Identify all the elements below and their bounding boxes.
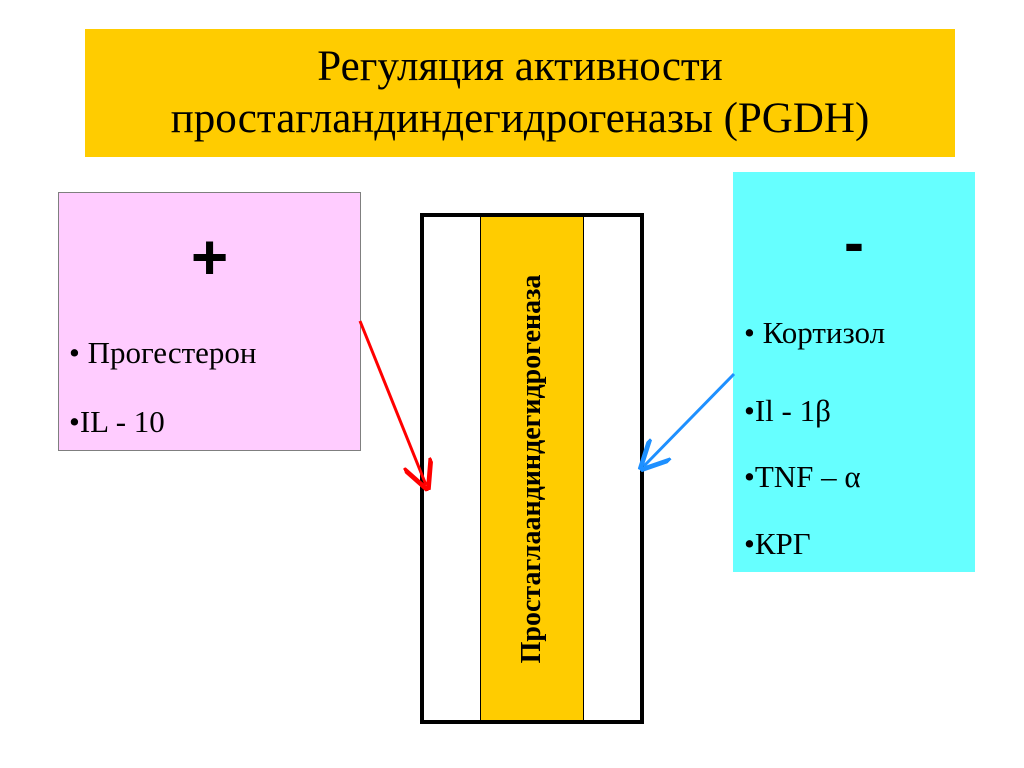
inhibitor-item-cortisol: • Кортизол bbox=[744, 315, 886, 350]
inhibitor-item-il1b: •Il - 1β bbox=[744, 393, 831, 428]
plus-sign: + bbox=[190, 221, 229, 293]
activator-item-il10: •IL - 10 bbox=[69, 404, 165, 439]
title-line-2: простагландиндегидрогеназы (PGDH) bbox=[170, 95, 870, 142]
inhibitor-arrow bbox=[644, 372, 736, 466]
title-banner: Регуляция активности простагландиндегидр… bbox=[85, 29, 955, 157]
inhibitors-panel: - • Кортизол •Il - 1β •TNF – α •КРГ bbox=[733, 172, 975, 572]
inhibitor-item-krg: •КРГ bbox=[744, 526, 811, 561]
activator-item-progesterone: • Прогестерон bbox=[69, 335, 257, 370]
activator-arrow bbox=[358, 320, 426, 485]
enzyme-band: Простаглаандиндегидрогеназа bbox=[480, 217, 584, 720]
enzyme-diagram: Простаглаандиндегидрогеназа bbox=[420, 213, 644, 724]
title-line-1: Регуляция активности bbox=[317, 43, 723, 91]
inhibitor-item-tnfa: •TNF – α bbox=[744, 459, 861, 494]
minus-sign: - bbox=[844, 209, 864, 276]
